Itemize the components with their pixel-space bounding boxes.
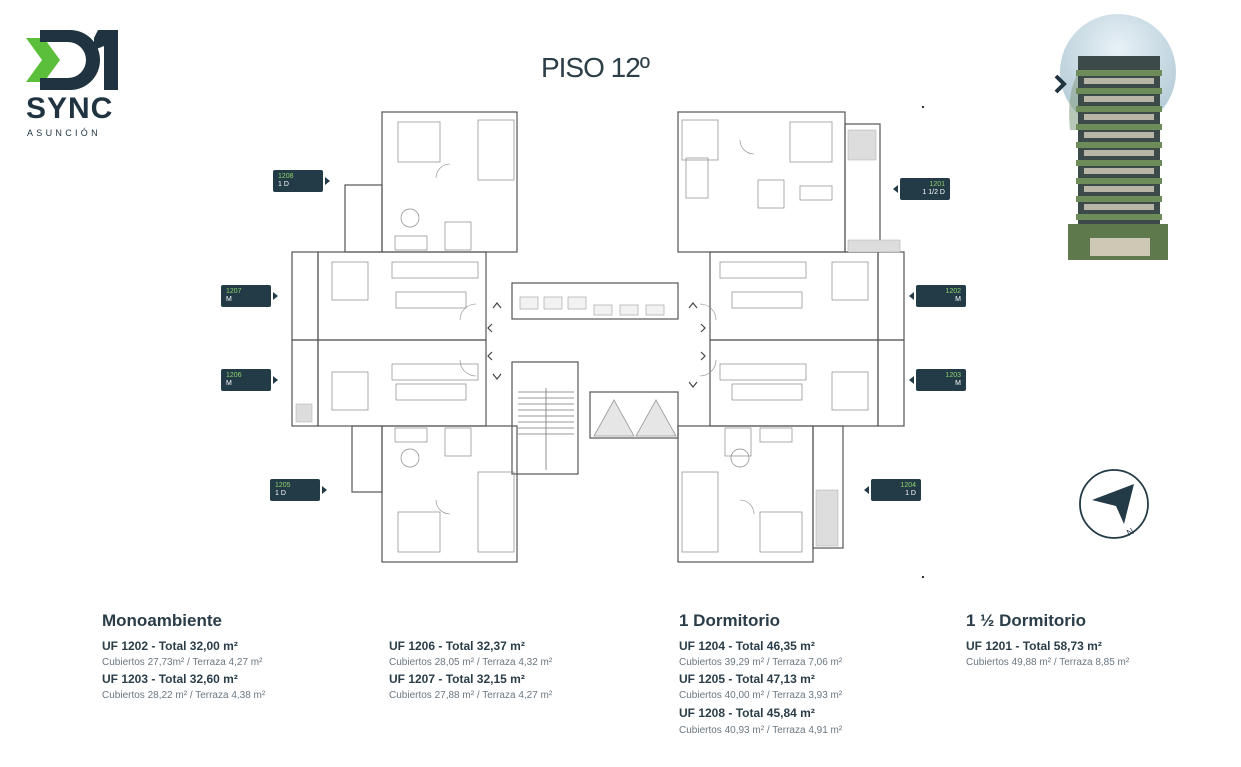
elevators [589,391,679,439]
letter-d-logo [40,30,100,90]
corridor [511,282,679,320]
unit-1201-outline [677,111,846,253]
legend-uf: UF 1205 - Total 47,13 m² [679,672,815,686]
legend-uf: UF 1204 - Total 46,35 m² [679,639,815,653]
legend-detail: Cubiertos 28,05 m² / Terraza 4,32 m² [389,657,553,668]
unit-tag-1205[interactable]: 1205 1 D [270,479,320,501]
stair [511,361,579,475]
chevron-right-icon [1054,74,1067,94]
compass-needle-icon [1092,484,1134,524]
arrow-right-icon [325,177,330,185]
terrace-1207 [291,251,319,341]
arrow-right-icon [273,292,278,300]
legend-detail: Cubiertos 28,22 m² / Terraza 4,38 m² [102,690,266,701]
unit-tag-1208[interactable]: 1208 1 D [273,170,323,192]
terrace-1204 [812,425,844,549]
brand-logo [26,30,118,90]
legend-uf: UF 1206 - Total 32,37 m² [389,639,525,653]
legend-heading-one: 1 Dormitorio [679,611,781,630]
unit-1202-outline [709,251,879,341]
unit-tag-1206[interactable]: 1206 M [221,369,271,391]
north-compass [1079,469,1149,539]
legend-heading-onehalf: 1 ½ Dormitorio [966,611,1086,630]
terrace-1202 [877,251,905,341]
unit-tag-1201[interactable]: 1201 1 1/2 D [900,178,950,200]
page-title: PISO 12º [540,52,650,83]
building-render [1054,14,1176,260]
arrow-left-icon [909,292,914,300]
legend-heading-mono: Monoambiente [102,611,222,630]
legend-detail: Cubiertos 27,88 m² / Terraza 4,27 m² [389,690,553,701]
chevron-logo-icon [26,38,60,82]
unit-1203-outline [709,339,879,427]
arrow-left-icon [893,185,898,193]
legend-uf: UF 1203 - Total 32,60 m² [102,672,238,686]
legend-detail: Cubiertos 40,00 m² / Terraza 3,93 m² [679,690,843,701]
legend-uf: UF 1202 - Total 32,00 m² [102,639,238,653]
legend-detail: Cubiertos 39,29 m² / Terraza 7,06 m² [679,657,843,668]
unit-1206-outline [317,339,487,427]
legend-uf: UF 1207 - Total 32,15 m² [389,672,525,686]
terrace-1205 [351,425,383,493]
arrow-right-icon [273,376,278,384]
arrow-left-icon [909,376,914,384]
legend-uf: UF 1201 - Total 58,73 m² [966,639,1102,653]
unit-tag-1204[interactable]: 1204 1 D [871,479,921,501]
legend-detail: Cubiertos 27,73m² / Terraza 4,27 m² [102,657,263,668]
brand-name: SYNC [26,92,114,125]
unit-1204-outline [677,425,814,563]
terrace-1208 [344,184,383,253]
terrace-1206 [291,339,319,427]
legend-uf: UF 1208 - Total 45,84 m² [679,706,815,720]
arrow-left-icon [864,486,869,494]
unit-tag-1202[interactable]: 1202 M [916,285,966,307]
numeral-one-logo [94,30,118,90]
terrace-1203 [877,339,905,427]
unit-1208-outline [381,111,518,253]
unit-tag-1203[interactable]: 1203 M [916,369,966,391]
floor-plan [291,106,924,578]
unit-tag-1207[interactable]: 1207 M [221,285,271,307]
arrow-right-icon [322,486,327,494]
unit-1205-outline [381,425,518,563]
legend-detail: Cubiertos 40,93 m² / Terraza 4,91 m² [679,725,843,736]
legend-detail: Cubiertos 49,88 m² / Terraza 8,85 m² [966,657,1130,668]
unit-1207-outline [317,251,487,341]
brand-city: ASUNCIÓN [27,128,101,138]
